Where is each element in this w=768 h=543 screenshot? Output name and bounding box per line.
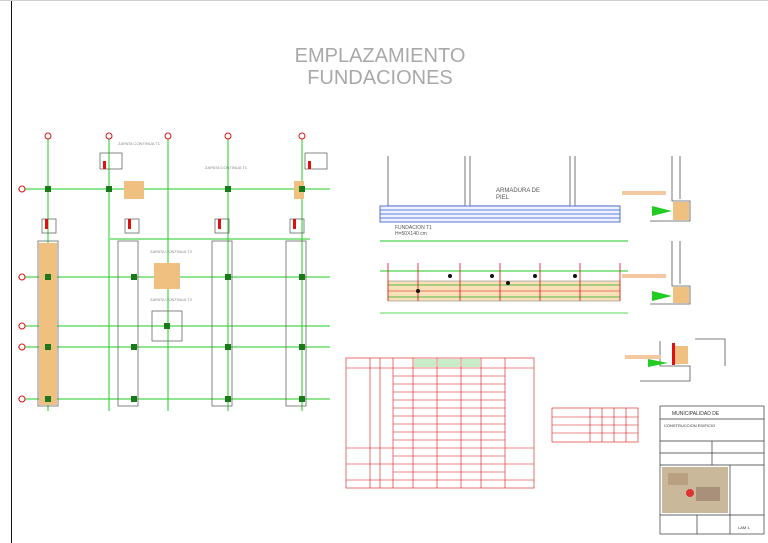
fundacion-label: FUNDACION T1	[395, 225, 432, 231]
zapata-label-3: ZAPATA CONTINUA T2	[150, 249, 193, 254]
zapata-label-4: ZAPATA CONTINUA T2	[150, 297, 193, 302]
foundation-beam	[379, 205, 621, 223]
site-map-pin	[686, 489, 694, 497]
detail-note-bar-3	[625, 355, 661, 359]
zapata-label-2: ZAPATA CONTINUA T1	[205, 165, 248, 170]
reinforcement-elevation	[380, 240, 628, 314]
red-dimension-ticks	[387, 263, 621, 301]
summary-table	[551, 407, 639, 443]
column-markers	[45, 186, 305, 402]
section-markers	[416, 274, 577, 293]
plan-red-marks	[45, 161, 311, 229]
pad-footing-hatch	[154, 263, 180, 289]
plan-labels: ZAPATA CONTINUA T1 ZAPATA CONTINUA T1 ZA…	[118, 141, 248, 302]
schedule-green-cells	[414, 359, 480, 367]
drawing-title: EMPLAZAMIENTO FUNDACIONES	[250, 45, 510, 89]
detail-note-bar-2	[622, 274, 666, 278]
title-line-2: FUNDACIONES	[307, 67, 453, 89]
footing-strips	[37, 240, 307, 407]
sheet-border-left	[0, 1, 12, 543]
detail-note-bar-1	[622, 191, 666, 195]
rebar-schedule	[345, 357, 535, 489]
site-map-patch-2	[696, 487, 720, 501]
zapata-label-1: ZAPATA CONTINUA T1	[118, 141, 161, 146]
fundacion-size: H=50X140 cm	[395, 231, 427, 237]
detail-fills	[648, 202, 689, 367]
pad-footing-hatch-2	[124, 181, 144, 199]
armadura-label-2: PIEL	[496, 195, 510, 201]
site-map-patch-1	[668, 473, 688, 485]
title-block-project: CONSTRUCCION EDIFICIO	[664, 423, 715, 428]
detail-sections	[640, 156, 726, 382]
plan-details	[41, 152, 328, 234]
title-block	[659, 405, 765, 535]
title-block-sheet: LAM 1	[738, 525, 750, 530]
armadura-label: ARMADURA DE	[496, 188, 540, 194]
grid-bubbles	[18, 132, 306, 403]
title-line-1: EMPLAZAMIENTO	[294, 45, 466, 67]
footing-hatch	[39, 243, 57, 405]
title-block-heading: MUNICIPALIDAD DE	[672, 411, 720, 417]
